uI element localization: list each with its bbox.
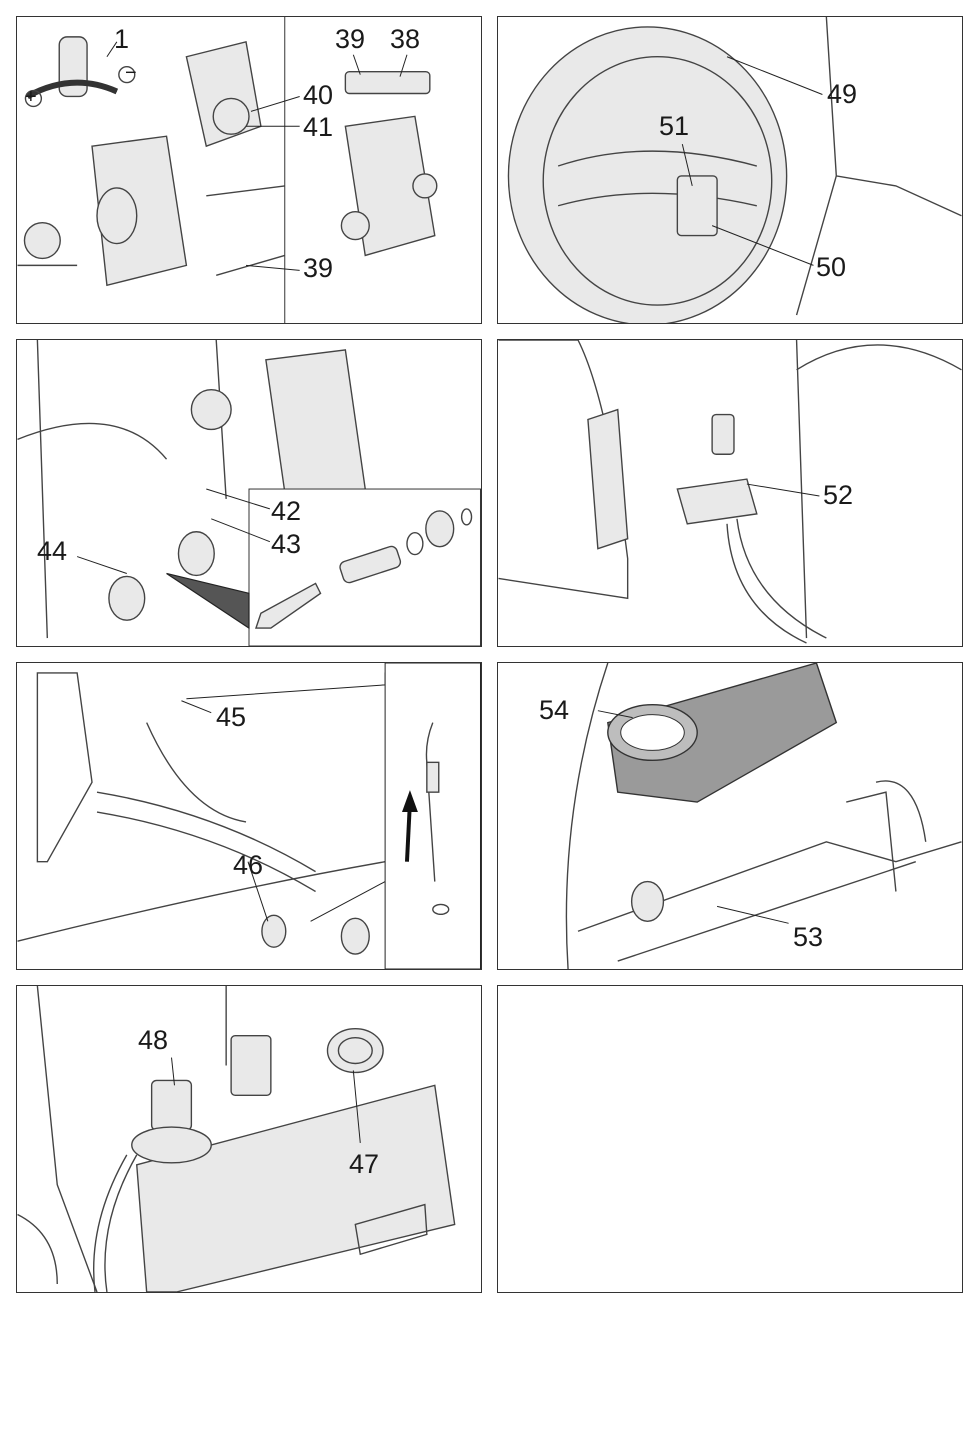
callout-53: 53 [793,922,824,952]
callout-50: 50 [816,252,847,282]
callout-42: 42 [271,496,302,526]
fuel-tank-illustration [565,663,962,969]
figure-water-filter: 42 43 44 [16,339,482,647]
callout-39-top: 39 [335,24,366,54]
figure-detergent-tank: 48 47 [16,985,482,1293]
callout-39-bottom: 39 [303,253,334,283]
suction-hose-illustration [17,663,481,969]
callout-52: 52 [823,480,854,510]
callout-54: 54 [539,695,570,725]
minus-symbol: − [125,62,137,84]
valve-block-illustration [498,340,962,644]
callout-43: 43 [271,529,302,559]
callout-40: 40 [303,80,334,110]
figure-burner-valve: 49 51 50 [497,16,963,324]
plus-symbol: + [25,86,37,108]
filter-illustration [17,340,481,646]
detergent-tank-illustration [17,986,456,1292]
figure-valve-block: 52 [497,339,963,647]
figure-fuel-tank: 54 53 [497,662,963,970]
callout-46: 46 [233,850,264,880]
callout-47: 47 [349,1149,380,1179]
callout-48: 48 [138,1025,169,1055]
callout-45: 45 [216,702,247,732]
callout-49: 49 [827,79,858,109]
figure-pump-pressure-adjust: 1 + − 39 38 40 41 39 [16,16,482,324]
pump-illustration [17,17,438,323]
burner-illustration [507,17,962,323]
callout-1: 1 [114,24,130,54]
callout-38: 38 [390,24,421,54]
empty-figure-frame [497,985,963,1293]
figure-suction-hose: 45 46 [16,662,482,970]
callout-44: 44 [37,536,68,566]
callout-51: 51 [659,111,690,141]
callout-41: 41 [303,112,334,142]
